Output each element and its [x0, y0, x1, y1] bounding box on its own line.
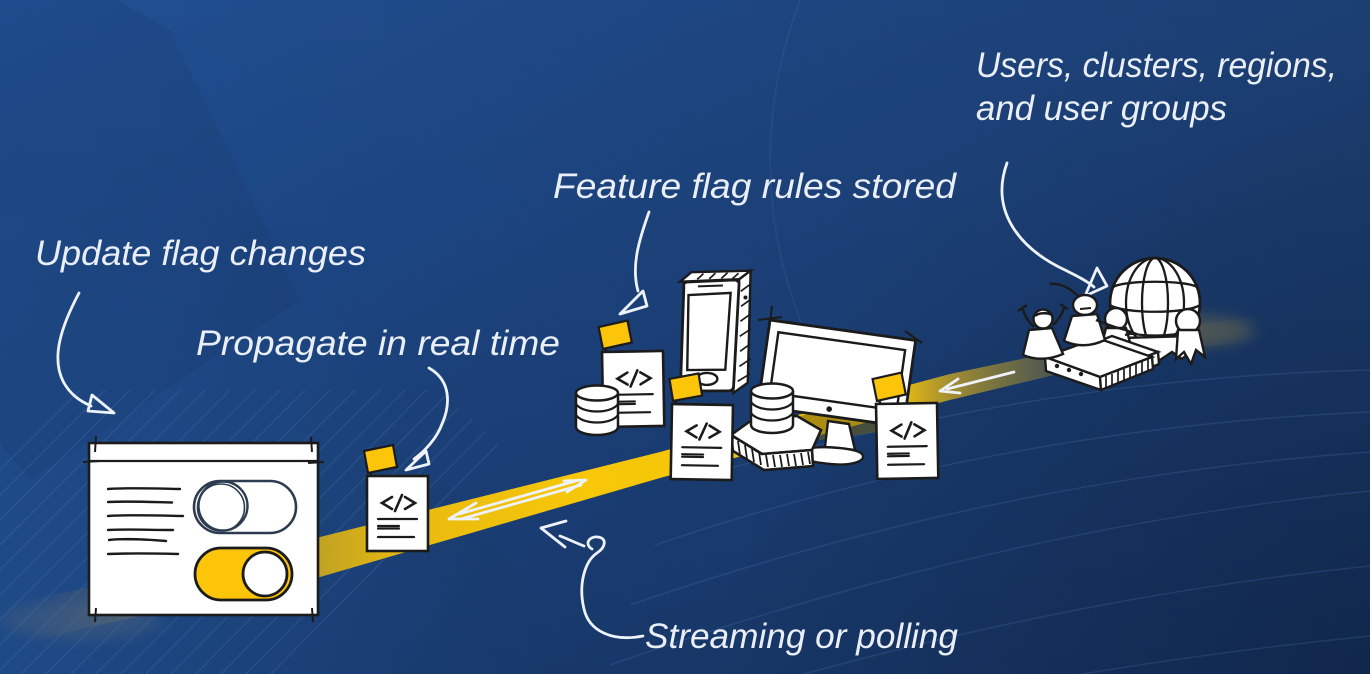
svg-text:Update flag changes: Update flag changes: [35, 234, 366, 273]
svg-text:Users, clusters, regions,: Users, clusters, regions,: [976, 46, 1337, 85]
svg-text:Propagate in real time: Propagate in real time: [196, 324, 560, 363]
svg-text:Streaming or polling: Streaming or polling: [645, 617, 959, 656]
svg-text:Feature flag rules stored: Feature flag rules stored: [553, 167, 958, 206]
svg-text:and user groups: and user groups: [976, 89, 1227, 128]
